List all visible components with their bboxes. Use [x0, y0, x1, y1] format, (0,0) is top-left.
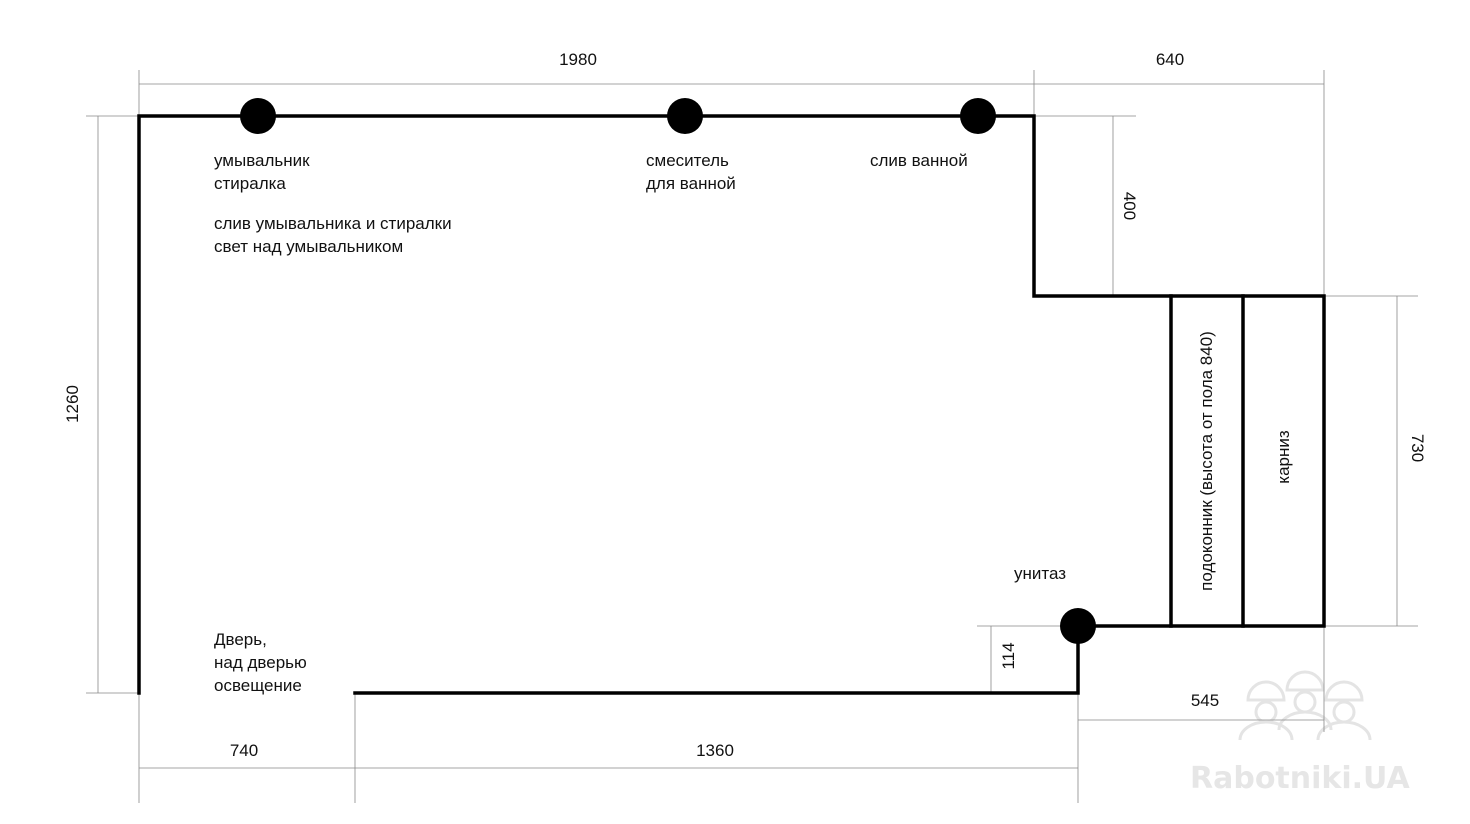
bath-drain-point-icon: [960, 98, 996, 134]
mixer-label-1: смеситель: [646, 151, 729, 170]
watermark-logo: Rabotniki.UA: [1190, 670, 1410, 796]
dim-toilet-run: 545: [1191, 691, 1219, 710]
door-label-3: освещение: [214, 676, 302, 695]
washbasin-label-2: стиралка: [214, 174, 286, 193]
dim-top-right: 640: [1156, 50, 1184, 69]
washbasin-point-icon: [240, 98, 276, 134]
dimension-values: 1980 640 1260 400 730 114 545 740 1360: [63, 50, 1427, 760]
toilet-point-icon: [1060, 608, 1096, 644]
drain-label-2: свет над умывальником: [214, 237, 403, 256]
dim-top-left: 1980: [559, 50, 597, 69]
dim-bottom-door: 740: [230, 741, 258, 760]
dim-right-step: 400: [1120, 192, 1139, 220]
dim-bottom-wall: 1360: [696, 741, 734, 760]
dim-toilet-offset: 114: [999, 642, 1018, 669]
watermark-text: Rabotniki.UA: [1190, 761, 1410, 796]
mixer-point-icon: [667, 98, 703, 134]
dim-right-window: 730: [1408, 434, 1427, 462]
toilet-label: унитаз: [1014, 564, 1066, 583]
door-label-1: Дверь,: [214, 630, 267, 649]
mixer-label-2: для ванной: [646, 174, 736, 193]
washbasin-label-1: умывальник: [214, 151, 310, 170]
sill-label: подоконник (высота от пола 840): [1197, 331, 1216, 591]
dim-left: 1260: [63, 385, 82, 423]
annotations: умывальник стиралка слив умывальника и с…: [214, 151, 1293, 695]
cornice-label: карниз: [1274, 430, 1293, 484]
fixture-points: [240, 98, 1096, 644]
bath-drain-label: слив ванной: [870, 151, 968, 170]
dimension-lines: [86, 70, 1418, 803]
wall-outline: [137, 114, 1326, 695]
walls: [137, 114, 1326, 695]
door-label-2: над дверью: [214, 653, 307, 672]
drain-label-1: слив умывальника и стиралки: [214, 214, 452, 233]
